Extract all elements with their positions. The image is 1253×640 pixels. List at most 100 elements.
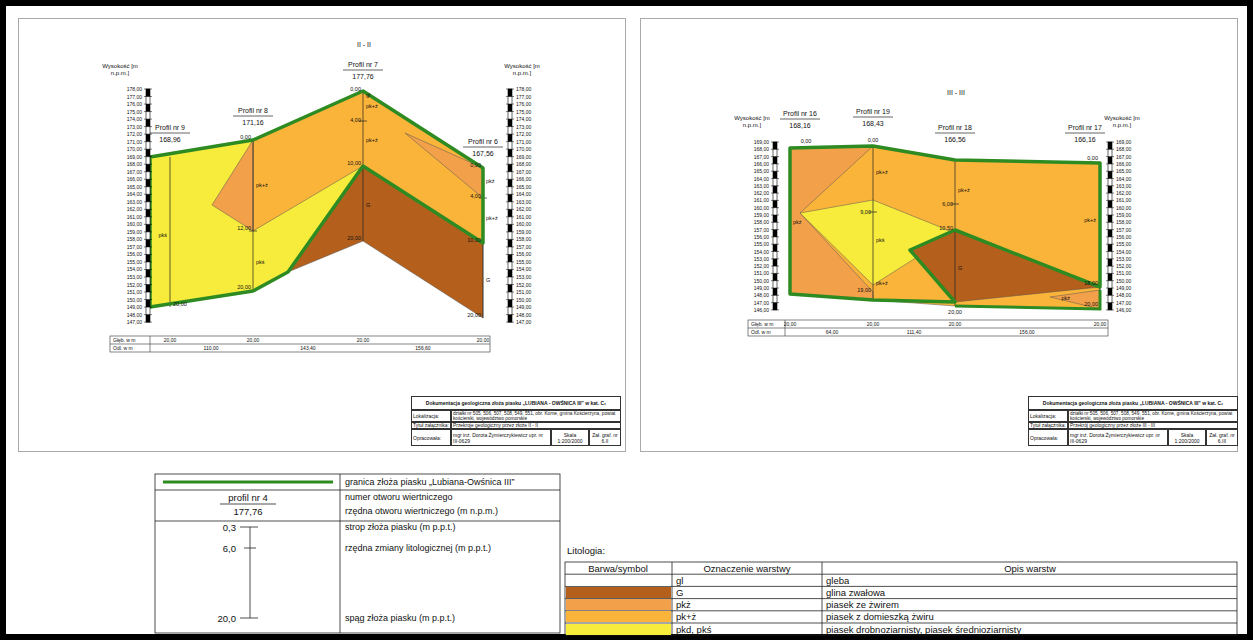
tick-label: 151,00 [127,289,142,295]
tick-label: 163,00 [127,199,142,205]
scale-segment [508,194,512,202]
tick-mark [1106,295,1114,296]
tick-mark [144,299,152,300]
borehole-label: Profil nr 8 [238,107,268,114]
drawn-line [155,521,560,522]
tick-label: 166,00 [516,176,531,182]
tick-mark [771,163,779,164]
legend-table-text: pkd, pkś [676,624,711,635]
depth-label: 18,00 [1084,280,1098,286]
tick-label: 157,00 [754,227,769,233]
tick-label: 170,00 [127,146,142,152]
drawn-line [155,490,560,491]
tick-mark [506,231,514,232]
drawn-line [150,336,151,352]
drawn-line [463,147,503,148]
scale-segment [508,239,512,247]
tick-mark [506,307,514,308]
tick-label: 153,00 [1116,256,1131,262]
title-cell: Skala 1:200/2000 [1168,429,1206,446]
tick-label: 153,00 [127,274,142,280]
legend-text: rzędna zmiany litologicznej (m p.p.t.) [345,543,491,553]
distance-table-cell: Odl. w m [113,345,133,351]
tick-label: 164,00 [127,191,142,197]
tick-mark [506,194,514,195]
tick-mark [144,261,152,262]
legend-swatch [566,575,671,586]
tick-label: 162,00 [127,206,142,212]
tick-label: 172,00 [127,131,142,137]
tick-label: 155,00 [516,259,531,265]
tick-mark [144,164,152,165]
tick-label: 170,00 [516,146,531,152]
tick-mark [1106,215,1114,216]
borehole-label: Profil nr 18 [938,124,972,131]
borehole-label: Profil nr 6 [468,138,498,145]
tick-mark [771,273,779,274]
tick-label: 156,00 [754,234,769,240]
tick-mark [771,207,779,208]
tick-mark [1106,156,1114,157]
tick-mark [506,292,514,293]
layer-code: pkż [1061,295,1070,301]
tick-label: 168,00 [1116,146,1131,152]
tick-label: 167,00 [127,169,142,175]
distance-table-cell: 64,00 [826,329,839,335]
tick-mark [771,193,779,194]
tick-label: 159,00 [127,229,142,235]
tick-label: 156,00 [516,251,531,257]
scale-segment [146,89,150,97]
depth-label: 20,00 [948,309,962,315]
scale-segment [508,134,512,142]
scale-segment [773,273,777,280]
tick-label: 148,00 [754,292,769,298]
layer-code: pkż [486,178,495,184]
tick-mark [771,142,779,143]
drawn-shape [155,474,560,633]
section-panel: III - IIIDokumentacja geologiczna złoża … [640,18,1238,452]
tick-label: 169,00 [516,154,531,160]
tick-label: 178,00 [127,86,142,92]
title-cell: Opracowała: [1028,429,1068,446]
scale-segment [146,149,150,157]
drawn-shape [150,70,503,318]
drawn-shape [150,91,483,307]
title-cell: Lokalizacja: [411,410,451,422]
section-panel: II - IIDokumentacja geologiczna złoża pi… [18,18,626,452]
tick-label: 149,00 [516,304,531,310]
tick-mark [506,104,514,105]
scale-segment [146,134,150,142]
tick-label: 158,00 [1116,219,1131,225]
distance-table-cell: 20,00 [164,337,177,343]
tick-label: 160,00 [1116,205,1131,211]
tick-mark [144,314,152,315]
tick-mark [771,251,779,252]
axis-title: Wysokość [m n.p.m.] [734,115,770,128]
tick-mark [144,179,152,180]
tick-mark [144,96,152,97]
title-cell: działki nr 505, 506, 507, 508, 549, 551,… [1068,410,1238,422]
tick-label: 149,00 [754,285,769,291]
borehole-label: 168,16 [789,122,810,129]
tick-label: 152,00 [1116,263,1131,269]
drawn-shape [565,562,1237,635]
drawn-line [955,160,956,306]
tick-label: 166,00 [754,161,769,167]
tick-mark [144,216,152,217]
depth-label: 6,00 [942,201,953,207]
tick-mark [144,141,152,142]
scale-segment [146,300,150,308]
depth-label: 0,00 [470,162,481,168]
tick-mark [1106,309,1114,310]
title-cell: działki nr 505, 506, 507, 508, 549, 551,… [451,410,621,422]
tick-label: 151,00 [754,270,769,276]
layer-code: pk+ż [1084,217,1096,223]
drawn-shape [1050,290,1100,309]
drawn-line [163,481,333,484]
tick-mark [1106,251,1114,252]
tick-label: 147,00 [516,319,531,325]
tick-mark [144,224,152,225]
tick-mark [1106,200,1114,201]
tick-label: 163,00 [516,199,531,205]
